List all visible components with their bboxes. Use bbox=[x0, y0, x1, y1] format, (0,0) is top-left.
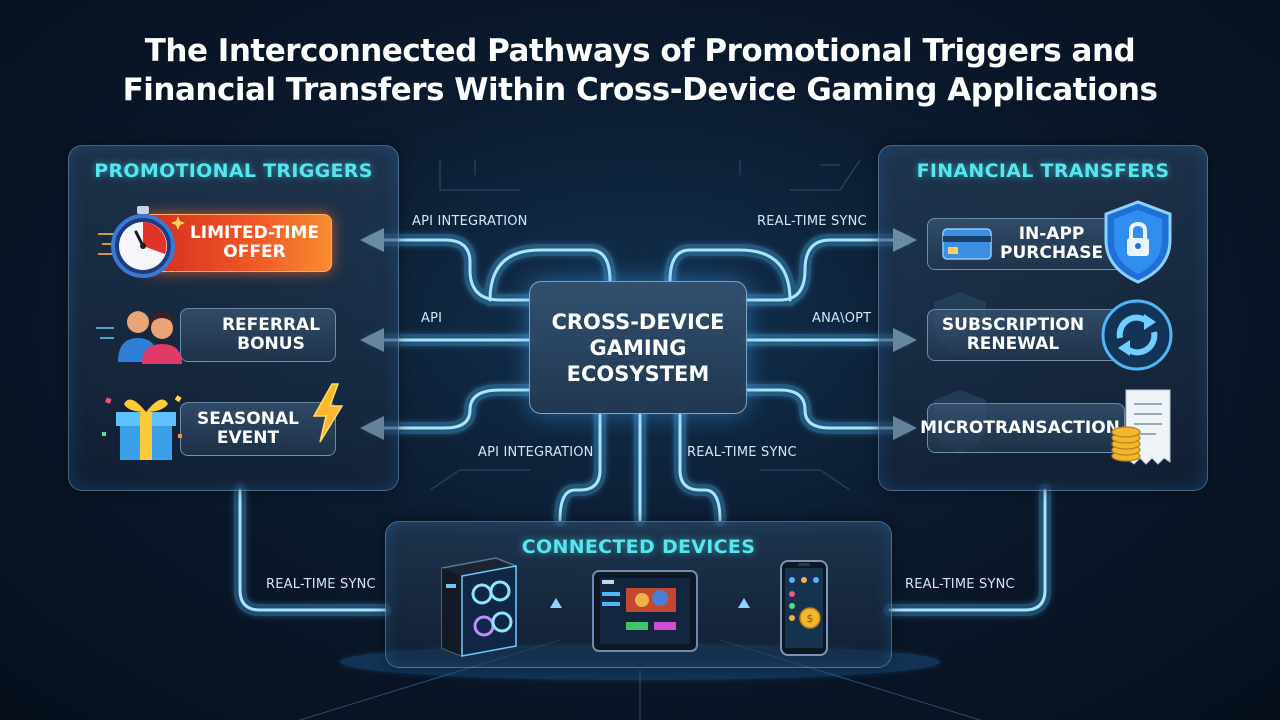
label-real-time-sync-bottom-right: REAL-TIME SYNC bbox=[687, 445, 797, 460]
subscription-renewal-line2: RENEWAL bbox=[966, 334, 1060, 354]
left-arrow-small-icon bbox=[550, 598, 562, 608]
credit-card-icon bbox=[942, 228, 992, 260]
hub-line-2: GAMING bbox=[589, 335, 687, 360]
coins-receipt-icon bbox=[1111, 389, 1171, 465]
seasonal-event-card[interactable]: SEASONAL EVENT bbox=[180, 402, 336, 456]
title-line-2: Financial Transfers Within Cross-Device … bbox=[122, 72, 1158, 108]
right-arrow-small-icon bbox=[738, 598, 750, 608]
subscription-renewal-line1: SUBSCRIPTION bbox=[941, 315, 1085, 335]
cross-device-ecosystem-hub: CROSS-DEVICE GAMING ECOSYSTEM bbox=[529, 281, 747, 414]
label-api-integration-top-left: API INTEGRATION bbox=[412, 214, 528, 229]
label-api-left: API bbox=[421, 311, 443, 326]
hub-line-3: ECOSYSTEM bbox=[566, 361, 710, 386]
label-real-time-sync-bottom-left: REAL-TIME SYNC bbox=[266, 577, 376, 592]
subscription-renewal-card[interactable]: SUBSCRIPTION RENEWAL bbox=[927, 309, 1129, 361]
limited-time-offer-card[interactable]: LIMITED-TIME OFFER bbox=[143, 214, 332, 272]
gaming-pc-icon bbox=[441, 557, 517, 657]
renew-icon bbox=[1101, 299, 1173, 371]
connected-devices-title: CONNECTED DEVICES bbox=[521, 536, 756, 558]
promotional-triggers-title: PROMOTIONAL TRIGGERS bbox=[94, 160, 373, 182]
limited-time-offer-line2: OFFER bbox=[223, 242, 286, 262]
seasonal-event-line2: EVENT bbox=[216, 428, 280, 448]
microtransaction-card[interactable]: MICROTRANSACTION bbox=[920, 403, 1125, 453]
people-icon bbox=[96, 310, 182, 364]
referral-bonus-card[interactable]: REFERRAL BONUS bbox=[180, 308, 336, 362]
shield-lock-icon bbox=[1104, 200, 1172, 284]
label-api-integration-bottom-left: API INTEGRATION bbox=[478, 445, 594, 460]
label-real-time-sync-top-right: REAL-TIME SYNC bbox=[757, 214, 867, 229]
microtransaction-label: MICROTRANSACTION bbox=[920, 417, 1120, 438]
in-app-purchase-line2: PURCHASE bbox=[1000, 243, 1104, 263]
seasonal-event-line1: SEASONAL bbox=[197, 409, 299, 429]
gift-icon bbox=[102, 395, 182, 460]
smartphone-icon: $ bbox=[780, 560, 828, 656]
referral-bonus-line1: REFERRAL bbox=[221, 315, 321, 335]
tablet-icon bbox=[592, 570, 698, 652]
label-analytics-right: ANA\OPT bbox=[812, 311, 872, 326]
svg-text:$: $ bbox=[807, 612, 814, 625]
referral-bonus-line2: BONUS bbox=[237, 334, 305, 354]
label-real-time-sync-far-right: REAL-TIME SYNC bbox=[905, 577, 1015, 592]
in-app-purchase-line1: IN-APP bbox=[1018, 224, 1085, 244]
financial-transfers-title: FINANCIAL TRANSFERS bbox=[916, 160, 1170, 182]
title-line-1: The Interconnected Pathways of Promotion… bbox=[144, 33, 1136, 69]
stopwatch-icon bbox=[98, 206, 185, 278]
lightning-icon bbox=[312, 383, 344, 443]
limited-time-offer-line1: LIMITED-TIME bbox=[189, 223, 320, 243]
hub-line-1: CROSS-DEVICE bbox=[551, 309, 725, 334]
